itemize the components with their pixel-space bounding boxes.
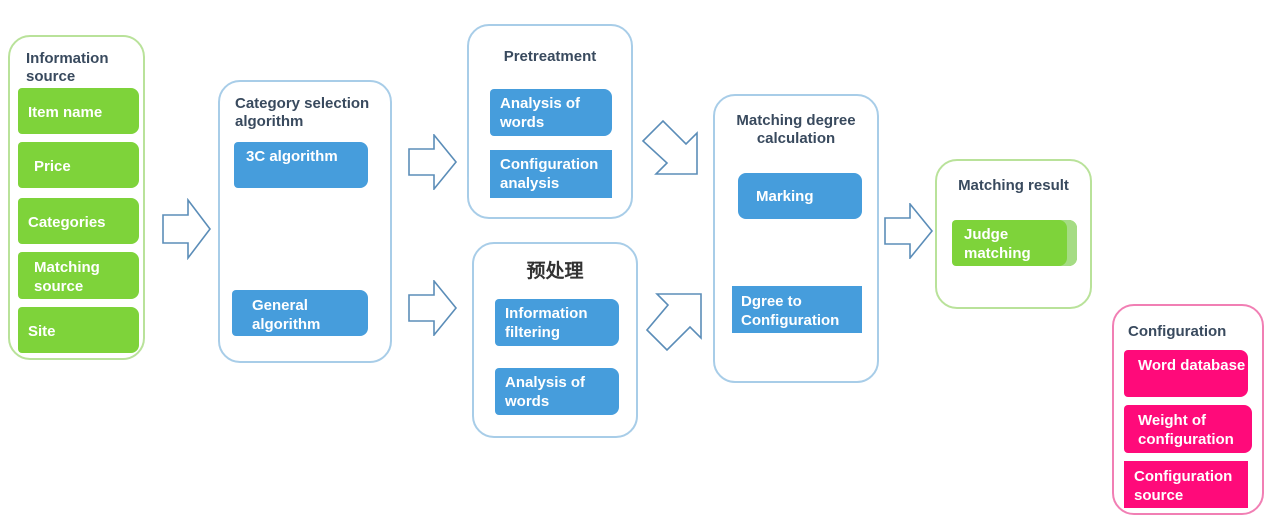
matching-degree-panel: Matching degree calculation Marking Dgre… — [713, 94, 879, 383]
degree-to-configuration-node: Dgree to Configuration — [732, 286, 862, 333]
analysis-of-words-node: Analysis of words — [490, 89, 612, 136]
judge-matching-node: Judge matching — [952, 220, 1077, 266]
category-selection-title: Category selection algorithm — [235, 95, 370, 130]
arrow-up-right-icon — [643, 290, 713, 360]
price-node: Price — [18, 142, 139, 188]
information-source-panel: Information source Item name Price Categ… — [8, 35, 145, 360]
information-source-title: Information source — [26, 50, 109, 85]
category-selection-panel: Category selection algorithm 3C algorith… — [218, 80, 392, 363]
arrow-right-icon — [408, 134, 458, 190]
matching-result-title: Matching result — [958, 177, 1069, 194]
matching-source-node: Matching source — [18, 252, 139, 299]
marking-node: Marking — [738, 173, 862, 219]
pretreatment-title: Pretreatment — [503, 48, 597, 65]
item-name-node: Item name — [18, 88, 139, 134]
matching-result-panel: Matching result Judge matching — [935, 159, 1092, 309]
matching-degree-title: Matching degree calculation — [736, 112, 856, 147]
pretreatment-panel: Pretreatment Analysis of words Configura… — [467, 24, 633, 219]
configuration-title: Configuration — [1128, 323, 1227, 340]
information-filtering-node: Information filtering — [495, 299, 619, 346]
word-database-node: Word database — [1124, 350, 1248, 397]
arrow-right-icon — [162, 198, 212, 260]
arrow-right-icon — [884, 203, 934, 259]
configuration-analysis-node: Configuration analysis — [490, 150, 612, 198]
arrow-right-icon — [408, 280, 458, 336]
configuration-source-node: Configuration source — [1124, 461, 1248, 508]
configuration-panel: Configuration Word database Weight of co… — [1112, 304, 1264, 515]
weight-of-configuration-node: Weight of configuration — [1124, 405, 1252, 453]
arrow-down-right-icon — [640, 110, 710, 180]
preprocessing-panel: 预处理 Information filtering Analysis of wo… — [472, 242, 638, 438]
categories-node: Categories — [18, 198, 139, 244]
general-algorithm-node: General algorithm — [232, 290, 368, 336]
analysis-of-words-cn-node: Analysis of words — [495, 368, 619, 415]
preprocessing-title: 预处理 — [526, 260, 584, 282]
3c-algorithm-node: 3C algorithm — [234, 142, 368, 188]
site-node: Site — [18, 307, 139, 353]
